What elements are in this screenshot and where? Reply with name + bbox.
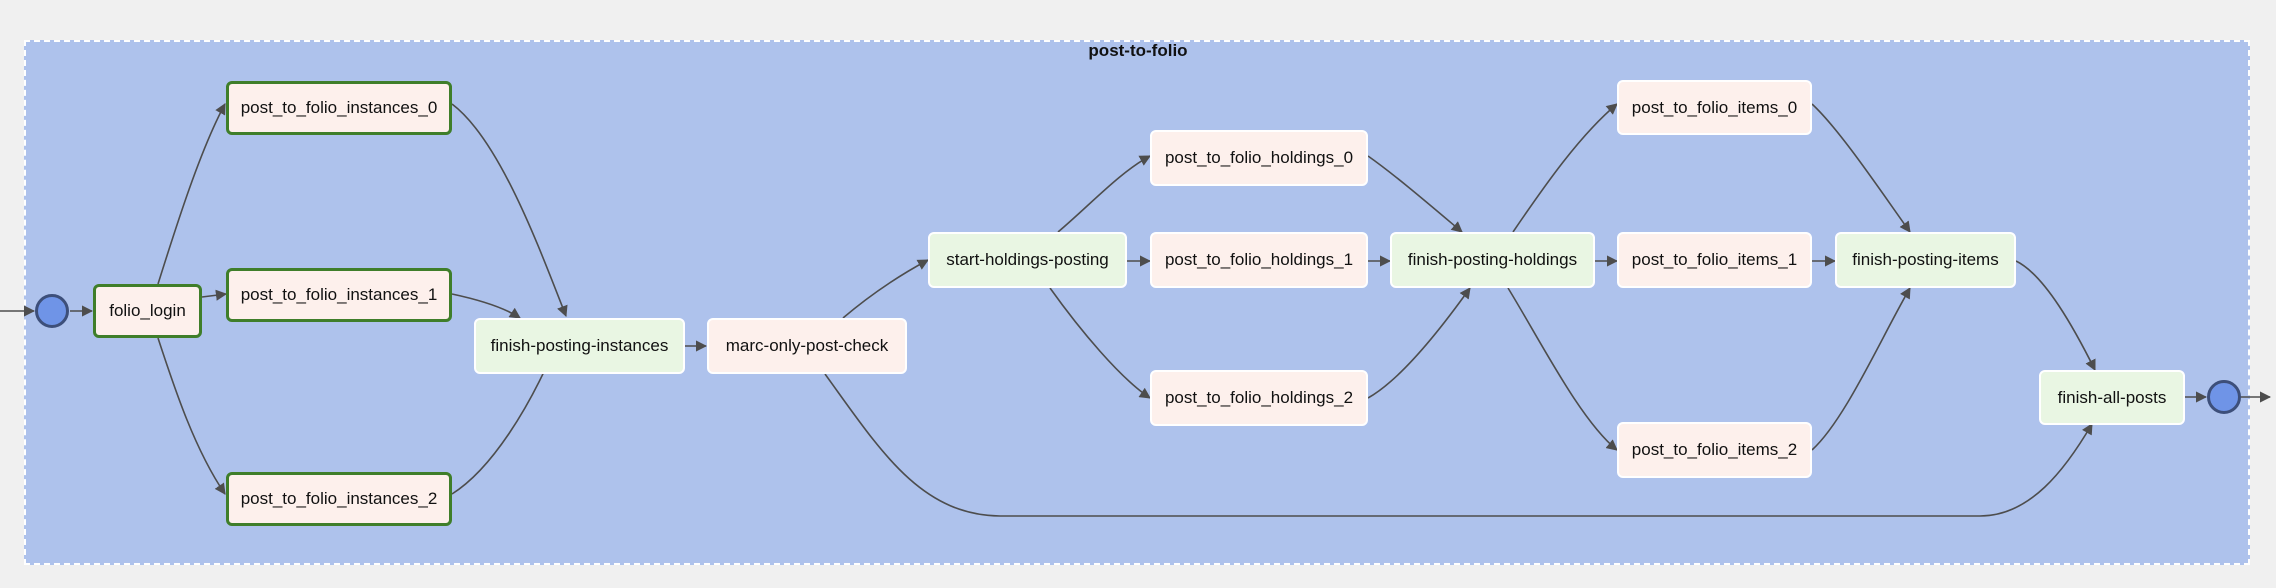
task-label: folio_login	[109, 301, 186, 320]
edge-inst0-to-fininst	[451, 103, 568, 318]
task-label: post_to_folio_holdings_2	[1164, 388, 1354, 407]
edge-marc-to-finall	[824, 373, 2093, 517]
task-label: finish-posting-items	[1852, 250, 1999, 269]
task-label: post_to_folio_items_1	[1631, 250, 1798, 269]
edge-hold2-to-finhold	[1367, 287, 1471, 399]
edge-hold0-to-finhold	[1367, 155, 1463, 233]
task-label: post_to_folio_items_0	[1631, 97, 1798, 117]
task-post-to-folio-holdings-1[interactable]: post_to_folio_holdings_1	[1150, 232, 1368, 288]
task-post-to-folio-items-1[interactable]: post_to_folio_items_1	[1617, 232, 1812, 288]
task-finish-posting-holdings[interactable]: finish-posting-holdings	[1390, 232, 1595, 288]
task-label: finish-all-posts	[2057, 387, 2167, 407]
task-post-to-folio-items-2[interactable]: post_to_folio_items_2	[1617, 422, 1812, 478]
task-label: post_to_folio_instances_0	[240, 98, 438, 117]
task-post-to-folio-instances-0[interactable]: post_to_folio_instances_0	[226, 81, 452, 135]
task-post-to-folio-instances-2[interactable]: post_to_folio_instances_2	[226, 472, 452, 526]
task-label: post_to_folio_holdings_1	[1164, 250, 1354, 269]
task-post-to-folio-instances-1[interactable]: post_to_folio_instances_1	[226, 268, 452, 322]
end-node[interactable]	[2207, 380, 2241, 414]
task-finish-all-posts[interactable]: finish-all-posts	[2039, 370, 2185, 425]
task-label: finish-posting-holdings	[1407, 250, 1578, 269]
edge-login-to-inst2	[157, 337, 226, 495]
task-start-holdings-posting[interactable]: start-holdings-posting	[928, 232, 1127, 288]
edge-login-to-inst1	[201, 289, 228, 301]
task-label: post_to_folio_holdings_0	[1164, 148, 1354, 167]
task-post-to-folio-holdings-0[interactable]: post_to_folio_holdings_0	[1150, 130, 1368, 186]
task-folio-login[interactable]: folio_login	[93, 284, 202, 338]
edge-inst1-to-fininst	[451, 293, 521, 319]
edge-item0-to-finitems	[1811, 103, 1911, 233]
task-label: post_to_folio_instances_1	[240, 285, 438, 304]
edge-finhold-to-item2	[1507, 287, 1618, 451]
task-label: marc-only-post-check	[725, 336, 889, 355]
task-label: finish-posting-instances	[490, 336, 669, 355]
task-marc-only-post-check[interactable]: marc-only-post-check	[707, 318, 907, 374]
start-node[interactable]	[35, 294, 69, 328]
edge-finhold-to-item0	[1512, 103, 1618, 233]
task-post-to-folio-items-0[interactable]: post_to_folio_items_0	[1617, 80, 1812, 135]
task-finish-posting-items[interactable]: finish-posting-items	[1835, 232, 2016, 288]
task-label: start-holdings-posting	[946, 250, 1109, 269]
edge-item2-to-finitems	[1811, 287, 1911, 451]
edge-starthold-to-hold2	[1049, 287, 1151, 399]
task-finish-posting-instances[interactable]: finish-posting-instances	[474, 318, 685, 374]
edge-login-to-inst0	[157, 103, 226, 285]
task-post-to-folio-holdings-2[interactable]: post_to_folio_holdings_2	[1150, 370, 1368, 426]
task-group-label: post-to-folio	[1088, 41, 1188, 60]
edge-finitems-to-finall	[2015, 260, 2096, 372]
edge-marc-to-starthold	[842, 259, 929, 319]
task-label: post_to_folio_instances_2	[240, 489, 438, 508]
task-label: post_to_folio_items_2	[1631, 440, 1798, 459]
edge-starthold-to-hold0	[1057, 155, 1151, 233]
